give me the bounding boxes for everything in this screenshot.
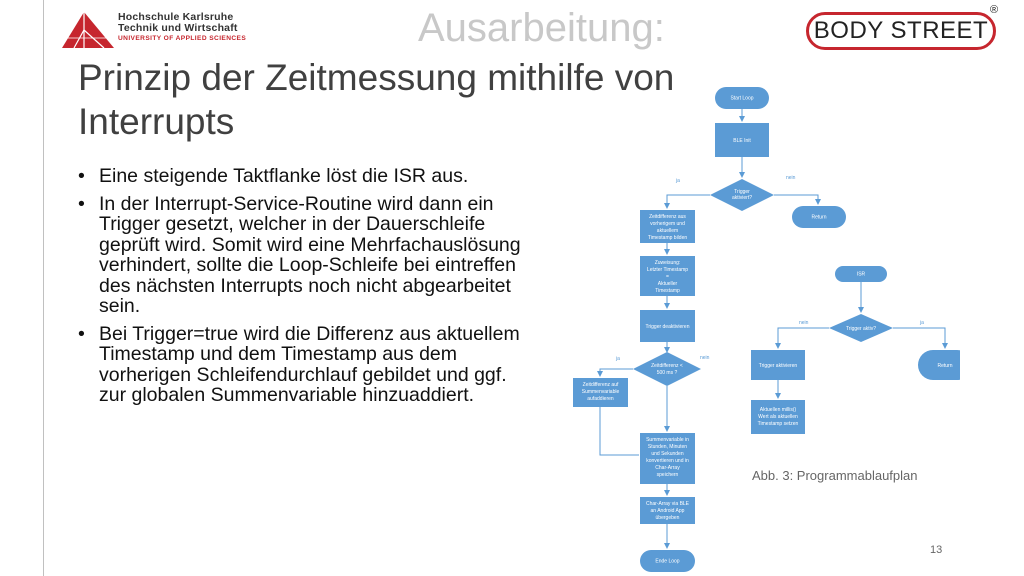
svg-text:Zeitdifferenz <: Zeitdifferenz < xyxy=(651,363,683,369)
flow-trigger-aktiv-decision: Trigger aktiv? xyxy=(829,314,893,342)
svg-text:aktuellem: aktuellem xyxy=(657,228,678,234)
svg-text:Stunden, Minuten: Stunden, Minuten xyxy=(648,444,687,450)
flow-trigger-aktivieren: Trigger aktivieren xyxy=(751,350,805,380)
page-number: 13 xyxy=(930,544,943,556)
flow-zeitdifferenz-decision: Zeitdifferenz < 500 ms ? xyxy=(633,352,701,386)
label-nein-2: nein xyxy=(700,355,710,361)
svg-text:=: = xyxy=(666,274,669,280)
svg-text:Summenvariable in: Summenvariable in xyxy=(646,437,689,443)
label-nein-3: nein xyxy=(799,320,809,326)
flow-end-loop: Ende Loop xyxy=(640,550,695,572)
svg-text:BLE Init: BLE Init xyxy=(733,138,751,144)
logo-line-2: Technik und Wirtschaft xyxy=(118,22,238,34)
svg-text:an Android App: an Android App xyxy=(651,508,685,514)
svg-text:vorherigem und: vorherigem und xyxy=(650,221,685,227)
svg-text:Letzter Timestamp: Letzter Timestamp xyxy=(647,267,688,273)
svg-text:Trigger deaktivieren: Trigger deaktivieren xyxy=(645,324,689,330)
flow-millis-timestamp: Aktuellen millis() Wert als aktuellen Ti… xyxy=(751,400,805,434)
bullet-list: Eine steigende Taktflanke löst die ISR a… xyxy=(78,166,538,413)
bullet-item: In der Interrupt-Service-Routine wird da… xyxy=(78,193,538,317)
logo-line-1: Hochschule Karlsruhe xyxy=(118,11,234,23)
svg-text:Trigger: Trigger xyxy=(734,189,750,195)
registered-mark: ® xyxy=(990,4,999,16)
figure-caption: Abb. 3: Programmablaufplan xyxy=(752,468,918,483)
svg-text:Trigger aktiv?: Trigger aktiv? xyxy=(846,326,876,332)
hka-logo-icon xyxy=(62,12,114,49)
svg-text:aufaddieren: aufaddieren xyxy=(587,396,614,402)
svg-text:Timestamp setzen: Timestamp setzen xyxy=(758,421,799,427)
page-title: Prinzip der Zeitmessung mithilfe von Int… xyxy=(78,57,675,142)
svg-text:Char-Array: Char-Array xyxy=(655,465,680,471)
svg-text:Timestamp bilden: Timestamp bilden xyxy=(648,235,687,241)
title-ghost: Ausarbeitung: xyxy=(418,6,665,50)
svg-text:Start Loop: Start Loop xyxy=(730,96,753,102)
label-ja-3: ja xyxy=(919,320,924,326)
bullet-item: Eine steigende Taktflanke löst die ISR a… xyxy=(78,166,538,187)
left-divider-line xyxy=(43,0,44,576)
svg-text:Zeitdifferenz auf: Zeitdifferenz auf xyxy=(583,382,619,388)
label-ja-1: ja xyxy=(675,178,680,184)
svg-text:Zeitdifferenz aus: Zeitdifferenz aus xyxy=(649,214,686,220)
body-street-logo: BODY STREET xyxy=(806,12,996,50)
svg-text:500 ms ?: 500 ms ? xyxy=(657,370,678,376)
svg-text:Return: Return xyxy=(937,363,952,369)
flowchart: Start Loop BLE Init Trigger aktiviert? j… xyxy=(573,87,960,572)
svg-text:Ende Loop: Ende Loop xyxy=(655,559,679,565)
flow-return-1: Return xyxy=(792,206,846,228)
logo-line-3: UNIVERSITY OF APPLIED SCIENCES xyxy=(118,35,247,42)
svg-text:übergeben: übergeben xyxy=(656,515,680,521)
svg-text:aktiviert?: aktiviert? xyxy=(732,195,752,201)
flow-trigger-deaktivieren: Trigger deaktivieren xyxy=(640,310,695,342)
flow-char-array-ble: Char-Array via BLE an Android App überge… xyxy=(640,497,695,524)
svg-text:speichern: speichern xyxy=(657,472,679,478)
label-ja-2: ja xyxy=(615,356,620,362)
brand-text: BODY STREET xyxy=(813,17,989,44)
bullet-item: Bei Trigger=true wird die Differenz aus … xyxy=(78,323,538,406)
flow-trigger-decision: Trigger aktiviert? xyxy=(710,179,774,211)
svg-text:Aktueller: Aktueller xyxy=(658,281,678,287)
svg-text:Trigger aktivieren: Trigger aktivieren xyxy=(759,363,798,369)
svg-text:Return: Return xyxy=(811,215,826,221)
svg-text:konvertieren und in: konvertieren und in xyxy=(646,458,689,464)
svg-text:und Sekunden: und Sekunden xyxy=(651,451,683,457)
flow-start-loop: Start Loop xyxy=(715,87,769,109)
svg-text:Char-Array via BLE: Char-Array via BLE xyxy=(646,501,690,507)
hka-logo-text: Hochschule Karlsruhe Technik und Wirtsch… xyxy=(118,12,246,44)
svg-text:Wert als aktuellen: Wert als aktuellen xyxy=(758,414,798,420)
flow-summenvariable-konvertieren: Summenvariable in Stunden, Minuten und S… xyxy=(640,433,695,484)
svg-text:ISR: ISR xyxy=(857,272,866,278)
svg-text:Summenvariable: Summenvariable xyxy=(582,389,620,395)
flow-return-2: Return xyxy=(918,350,960,380)
flow-ble-init: BLE Init xyxy=(715,123,769,157)
svg-text:Timestamp: Timestamp xyxy=(655,288,680,294)
flow-zeitdifferenz-bilden: Zeitdifferenz aus vorherigem und aktuell… xyxy=(640,210,695,243)
svg-text:Aktuellen millis(): Aktuellen millis() xyxy=(760,407,797,413)
flow-aufaddieren: Zeitdifferenz auf Summenvariable aufaddi… xyxy=(573,378,628,407)
label-nein-1: nein xyxy=(786,175,796,181)
flow-zuweisung: Zuweisung: Letzter Timestamp = Aktueller… xyxy=(640,256,695,296)
flow-isr: ISR xyxy=(835,266,887,282)
svg-text:Zuweisung:: Zuweisung: xyxy=(655,260,681,266)
